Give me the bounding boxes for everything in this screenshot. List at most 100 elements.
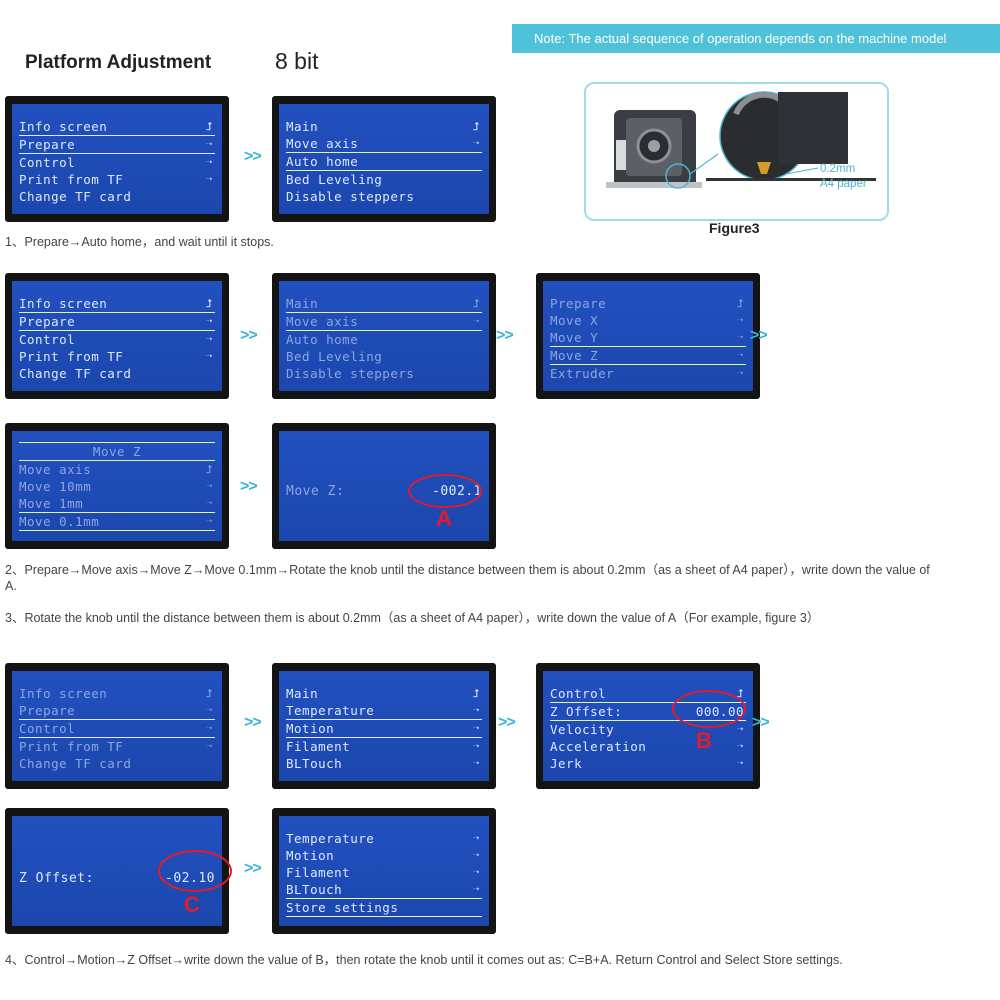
lcd-menu-item[interactable]: Bed Leveling: [286, 348, 482, 365]
lcd-menu-item[interactable]: BLTouch➝: [286, 755, 482, 772]
marker-a: A: [436, 506, 452, 531]
lcd-menu-item[interactable]: Prepare⮥: [550, 295, 746, 312]
lcd-menu-item[interactable]: Move axis⮥: [19, 461, 215, 478]
lcd-menu-item[interactable]: Info screen⮥: [19, 118, 215, 135]
lcd-menu-item[interactable]: Bed Leveling: [286, 171, 482, 188]
lcd-menu-item[interactable]: Move 10mm➝: [19, 478, 215, 495]
lcd-menu-item[interactable]: Move axis➝: [286, 135, 482, 152]
lcd-menu-item[interactable]: Prepare➝: [19, 135, 215, 154]
submenu-arrow-icon: ➝: [472, 740, 480, 753]
lcd-menu-item-label: Print from TF: [19, 349, 124, 364]
lcd-menu-item-label: BLTouch: [286, 756, 343, 771]
lcd-menu-item-label: Prepare: [19, 703, 76, 718]
back-arrow-icon: ⮥: [206, 297, 213, 310]
flow-arrow: >>: [498, 714, 516, 731]
lcd-menu-item[interactable]: Info screen⮥: [19, 295, 215, 312]
lcd-menu-item-label: Change TF card: [19, 189, 132, 204]
lcd-menu-item-label: Print from TF: [19, 172, 124, 187]
lcd-menu-item[interactable]: Motion➝: [286, 847, 482, 864]
lcd-menu-item-label: Prepare: [19, 314, 76, 329]
lcd-menu-item[interactable]: Auto home: [286, 152, 482, 171]
submenu-arrow-icon: ➝: [205, 156, 213, 169]
lcd-menu-item[interactable]: Motion➝: [286, 719, 482, 738]
z-offset-label: Z Offset:: [19, 871, 94, 886]
lcd-menu-item[interactable]: Move Y➝: [550, 329, 746, 346]
lcd-menu-item[interactable]: Store settings: [286, 898, 482, 917]
lcd-menu-item[interactable]: Disable steppers: [286, 365, 482, 382]
flow-arrow: >>: [496, 327, 514, 344]
bit-label: 8 bit: [275, 48, 319, 74]
lcd-menu-item[interactable]: Print from TF ➝: [19, 738, 215, 755]
submenu-arrow-icon: ➝: [736, 740, 744, 753]
lcd-menu-item-label: Store settings: [286, 900, 399, 915]
lcd-menu-item[interactable]: Change TF card: [19, 365, 215, 382]
submenu-arrow-icon: ➝: [205, 704, 213, 717]
lcd-menu-item[interactable]: Filament ➝: [286, 864, 482, 881]
lcd-menu-item[interactable]: Main⮥: [286, 118, 482, 135]
lcd-main-menu-2: Info screen⮥Prepare➝Control➝Print from T…: [5, 273, 229, 399]
lcd-menu-item[interactable]: Acceleration➝: [550, 738, 746, 755]
lcd-menu-item[interactable]: Main ⮥: [286, 685, 482, 702]
lcd-menu-item[interactable]: Control ➝: [19, 154, 215, 171]
step-1-text: 1、Prepare→Auto home，and wait until it st…: [5, 235, 274, 249]
lcd-menu-item-label: Filament: [286, 865, 351, 880]
lcd-menu-item[interactable]: Move axis➝: [286, 312, 482, 331]
lcd-menu-item[interactable]: Print from TF➝: [19, 348, 215, 365]
lcd-menu-item-label: Print from TF: [19, 739, 124, 754]
flow-arrow: >>: [750, 327, 768, 344]
lcd-menu-item-label: Info screen: [19, 686, 108, 701]
marker-b: B: [696, 728, 712, 753]
lcd-menu-item-label: Prepare: [19, 137, 76, 152]
lcd-menu-item[interactable]: Main⮥: [286, 295, 482, 312]
lcd-menu-item-label: Main: [286, 686, 319, 701]
lcd-menu-item[interactable]: Info screen⮥: [19, 685, 215, 702]
submenu-arrow-icon: ➝: [736, 723, 744, 736]
submenu-arrow-icon: ➝: [205, 740, 213, 753]
lcd-menu-item[interactable]: Control➝: [19, 719, 215, 738]
flow-arrow: >>: [240, 478, 258, 495]
lcd-menu-item[interactable]: Print from TF➝: [19, 171, 215, 188]
lcd-menu-item[interactable]: Temperature➝: [286, 830, 482, 847]
lcd-menu-item[interactable]: Auto home: [286, 331, 482, 348]
label-gap: 0.2mm: [820, 163, 856, 175]
lcd-menu-item[interactable]: Filament➝: [286, 738, 482, 755]
lcd-move-z-menu: Move Z Move axis⮥Move 10mm➝Move 1mm➝Move…: [5, 423, 229, 549]
lcd-menu-item[interactable]: Control➝: [19, 331, 215, 348]
lcd-menu-item[interactable]: Move X➝: [550, 312, 746, 329]
submenu-arrow-icon: ➝: [736, 367, 744, 380]
lcd-menu-item[interactable]: Change TF card: [19, 755, 215, 772]
submenu-arrow-icon: ➝: [472, 849, 480, 862]
lcd-menu-item-label: Control: [19, 155, 76, 170]
lcd-menu-item[interactable]: Move 1mm➝: [19, 495, 215, 512]
lcd-menu-item[interactable]: Jerk➝: [550, 755, 746, 772]
move-z-label: Move Z:: [286, 484, 345, 499]
lcd-menu-item[interactable]: Move Z➝: [550, 346, 746, 365]
lcd-menu-item-label: Move Y: [550, 330, 599, 345]
lcd-menu-item[interactable]: Temperature➝: [286, 702, 482, 719]
lcd-menu-item[interactable]: Disable steppers: [286, 188, 482, 205]
lcd-menu-item[interactable]: Velocity➝: [550, 721, 746, 738]
lcd-menu-item[interactable]: Change TF card: [19, 188, 215, 205]
lcd-menu-item[interactable]: Extruder➝: [550, 365, 746, 382]
submenu-arrow-icon: ➝: [472, 704, 480, 717]
lcd-menu-item-label: Temperature: [286, 831, 375, 846]
lcd-menu-item[interactable]: BLTouch➝: [286, 881, 482, 898]
flow-arrow: >>: [240, 327, 258, 344]
lcd-menu-item-label: Prepare: [550, 296, 607, 311]
submenu-arrow-icon: ➝: [472, 866, 480, 879]
lcd-menu-item-label: Move axis: [19, 462, 92, 477]
lcd-menu-item[interactable]: Prepare➝: [19, 312, 215, 331]
lcd-main-menu-1: Info screen⮥Prepare➝Control ➝ Print from T…: [5, 96, 229, 222]
submenu-arrow-icon: ➝: [472, 883, 480, 896]
lcd-menu-item[interactable]: Prepare ➝: [19, 702, 215, 719]
figure-caption: Figure3: [709, 220, 760, 236]
lcd-menu-item[interactable]: Control⮥: [550, 685, 746, 702]
lcd-menu-item-label: Disable steppers: [286, 366, 415, 381]
marker-c: C: [184, 892, 200, 917]
lcd-menu-item-label: Move 0.1mm: [19, 514, 100, 529]
lcd-main-menu-3: Info screen⮥Prepare ➝ Control➝Print from T…: [5, 663, 229, 789]
lcd-menu-item[interactable]: Move 0.1mm➝: [19, 512, 215, 531]
back-arrow-icon: ⮥: [473, 687, 480, 700]
